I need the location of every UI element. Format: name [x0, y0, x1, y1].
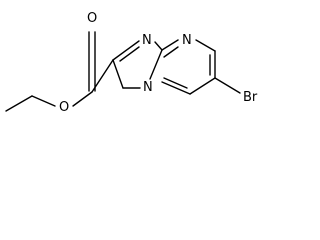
bond-carbonyl-to-ring — [91, 59, 114, 93]
carbonyl-oxygen-label: O — [87, 11, 97, 26]
imine-nitrogen-label: N — [142, 33, 152, 48]
bond-c6-c5 — [189, 77, 216, 95]
bromine-label: Br — [243, 90, 258, 105]
bond-c2-c3 — [112, 59, 124, 89]
bond-o-carbonyl-carbon — [72, 91, 93, 107]
ester-group — [72, 31, 114, 107]
bond-c2-n1 — [112, 40, 140, 61]
bridgehead-nitrogen-label: N — [143, 80, 153, 95]
bromo-substituent — [214, 77, 241, 94]
bond-c2-n1-inner — [119, 46, 140, 62]
bond-c6-br — [214, 77, 241, 94]
pyrimidine-nitrogen-label: N — [182, 33, 192, 48]
bond-n8-c7 — [195, 39, 216, 52]
bond-ch3-ch2 — [5, 95, 33, 112]
bond-c8a-n8-inner — [163, 46, 179, 58]
pyrimidine-ring — [161, 39, 216, 95]
bond-c8a-n8 — [161, 39, 179, 51]
bond-n4-c8a — [149, 49, 163, 80]
bond-ch2-o — [31, 95, 56, 107]
bond-c5-n4-inner — [163, 77, 188, 89]
imidazole-ring — [112, 40, 163, 89]
ethyl-group — [5, 95, 56, 112]
ester-oxygen-label: O — [59, 100, 69, 115]
bond-c5-n4 — [161, 81, 191, 95]
chemical-structure: O O N N N Br — [5, 11, 258, 115]
bond-n1-c8a — [154, 41, 163, 51]
